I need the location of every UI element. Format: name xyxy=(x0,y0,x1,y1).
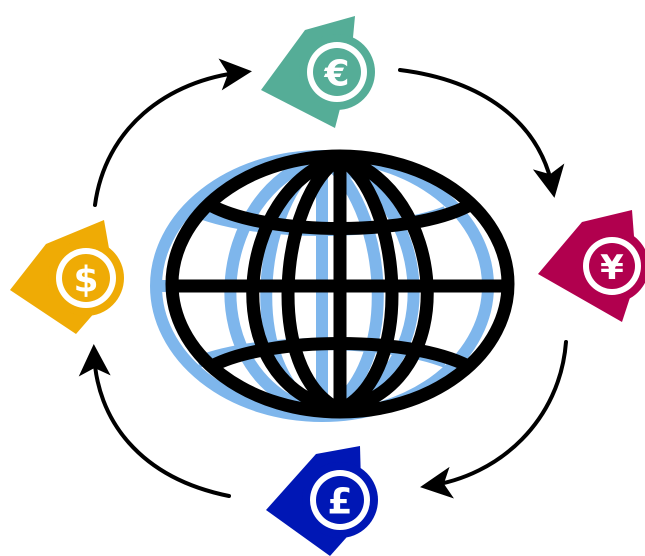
globe-icon xyxy=(150,149,515,422)
pound-coin-icon: £ xyxy=(266,446,378,556)
euro-coin-icon: € xyxy=(261,16,375,128)
yen-symbol: ¥ xyxy=(600,248,624,288)
arrow-euro-to-yen xyxy=(398,68,565,198)
yen-coin-icon: ¥ xyxy=(538,210,645,322)
euro-symbol: € xyxy=(323,54,349,95)
arrow-pound-to-dollar xyxy=(78,344,231,498)
dollar-symbol: $ xyxy=(73,260,98,301)
cycle-arrows xyxy=(78,58,568,499)
dollar-coin-icon: $ xyxy=(10,220,124,334)
arrow-dollar-to-euro xyxy=(93,58,252,207)
arrow-yen-to-pound xyxy=(420,340,568,499)
globe-outline xyxy=(165,149,515,419)
pound-symbol: £ xyxy=(327,482,352,523)
